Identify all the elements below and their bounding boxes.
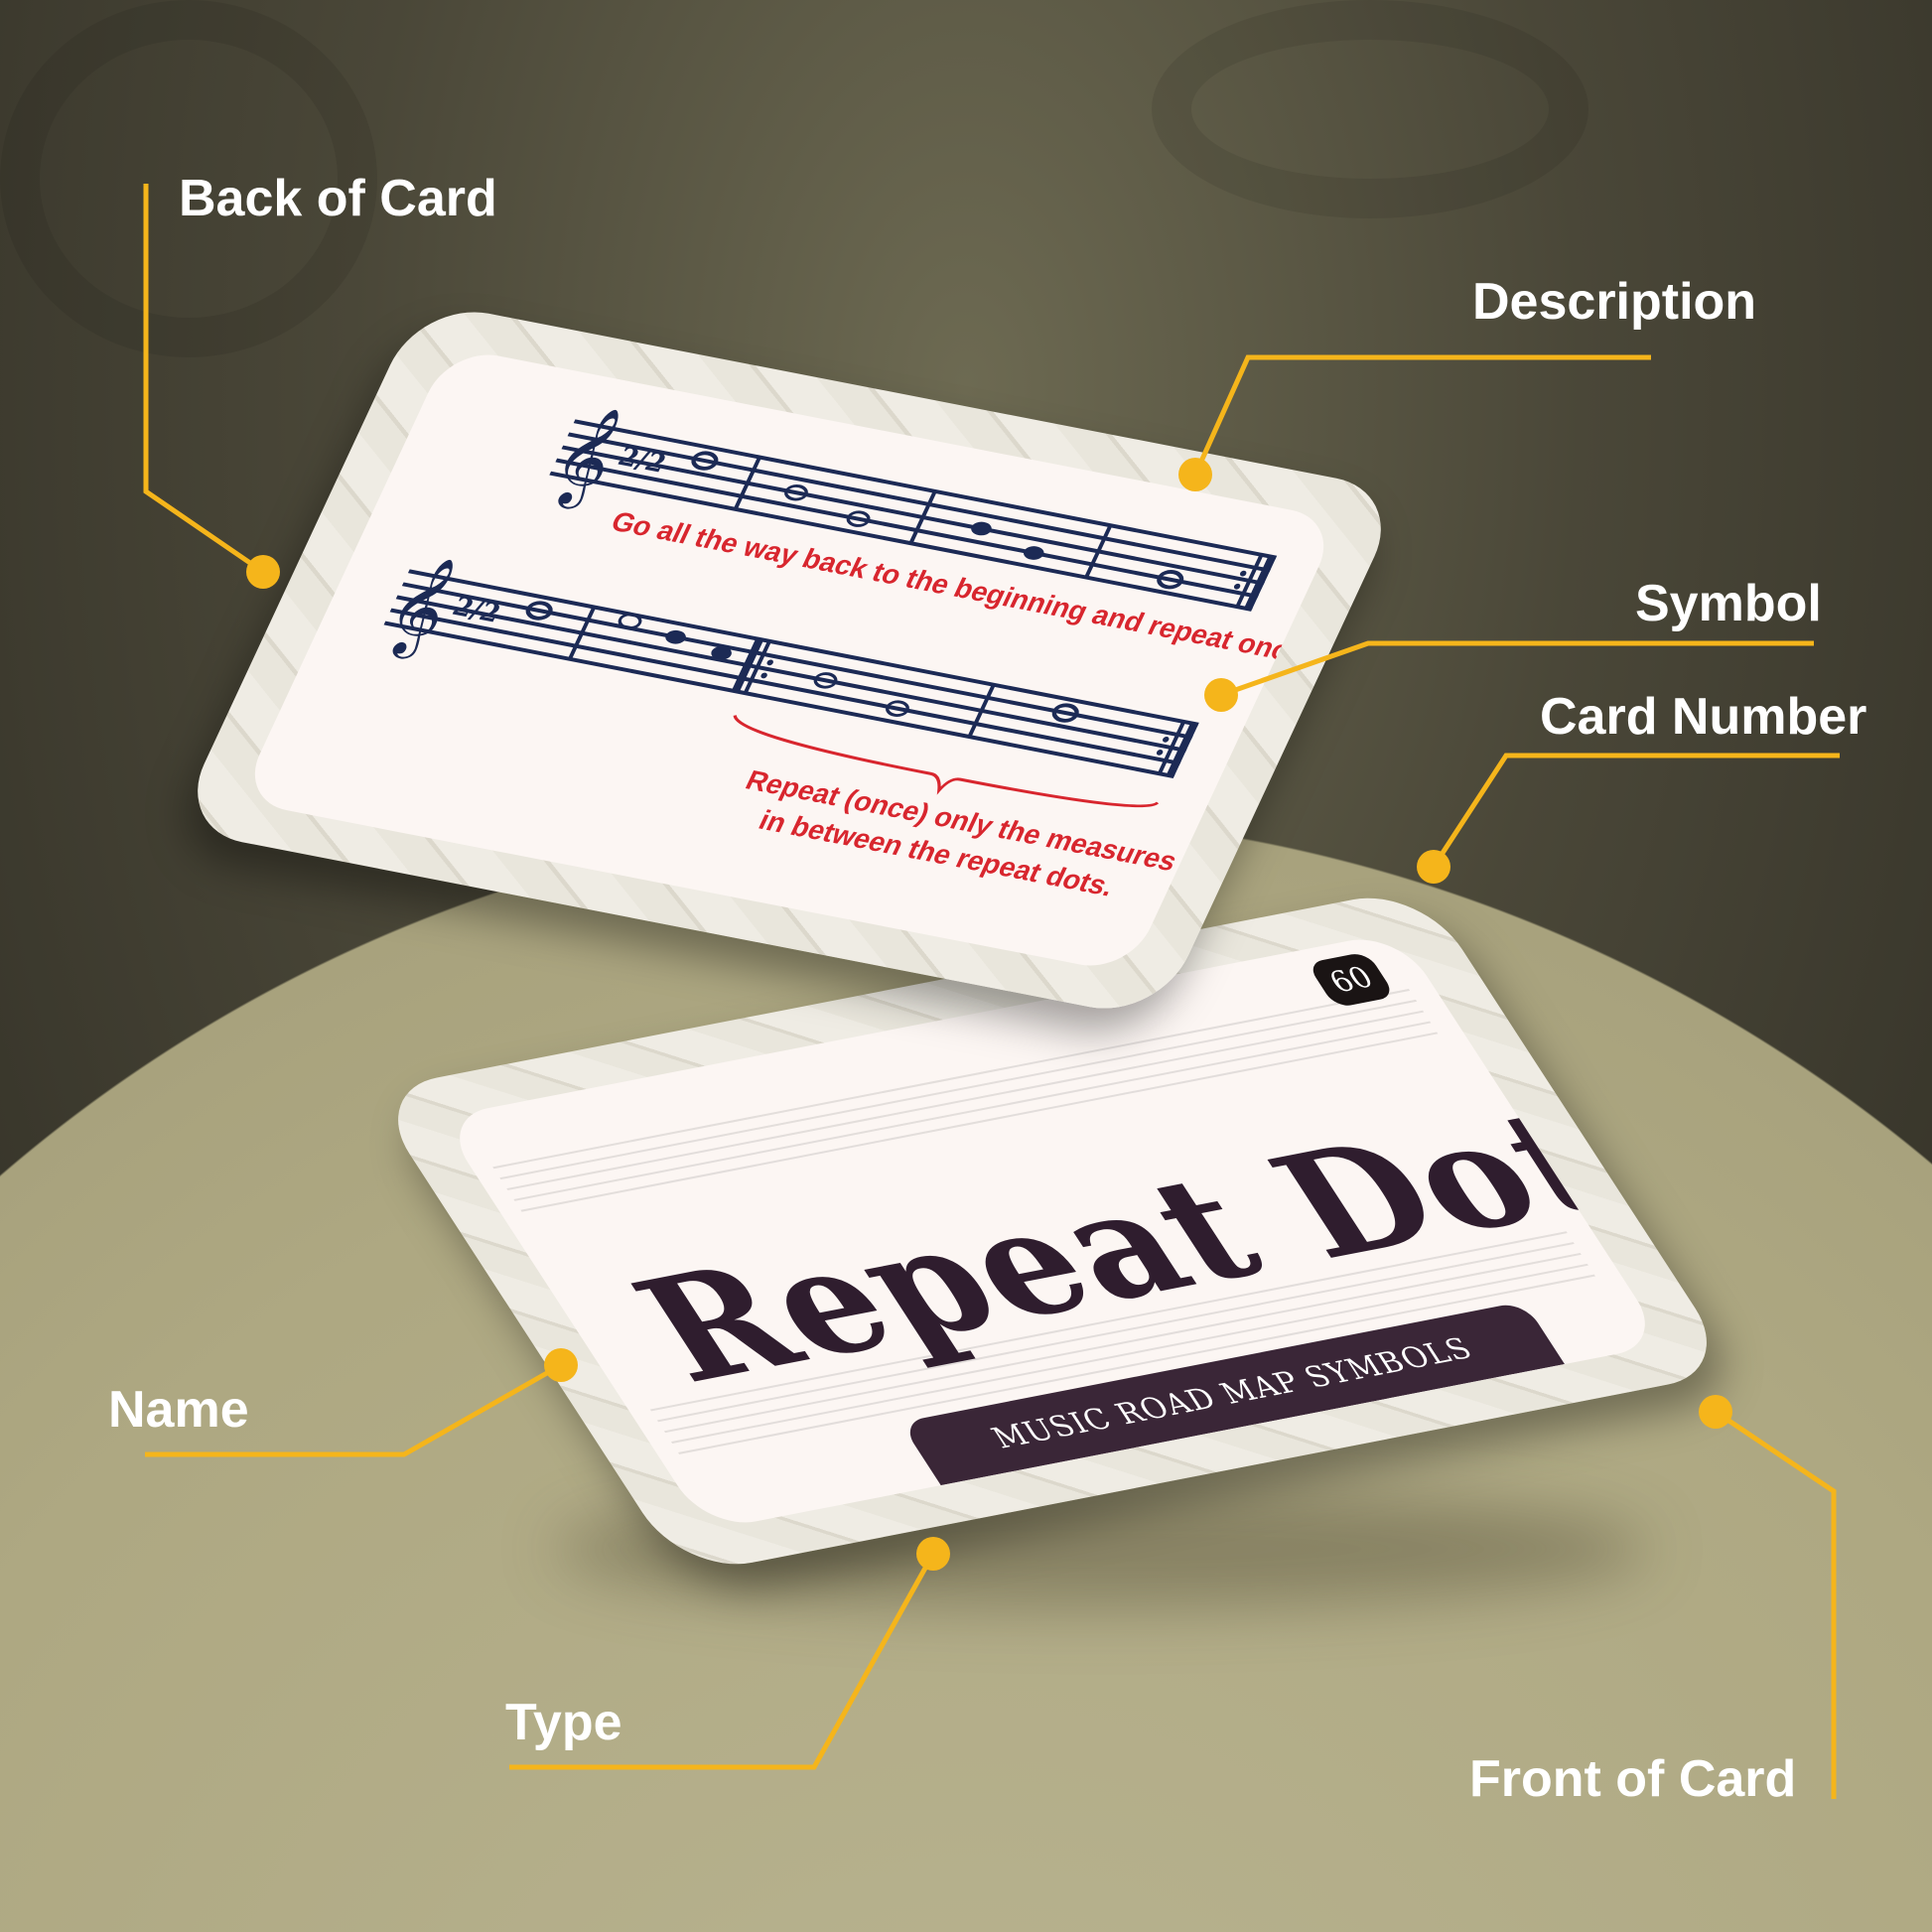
callout-line-description <box>1192 354 1651 477</box>
music-notation: 𝄞 𝄞 <box>371 401 1278 808</box>
label-back-of-card: Back of Card <box>179 170 497 227</box>
callout-line-front-of-card <box>1714 1409 1837 1799</box>
staff-1 <box>549 419 1278 612</box>
callout-line-card-number <box>1431 753 1840 869</box>
staff-2 <box>383 569 1199 778</box>
callout-dot-name <box>544 1348 578 1382</box>
callout-dot-type <box>916 1537 950 1571</box>
callout-line-name <box>145 1362 563 1457</box>
label-front-of-card: Front of Card <box>1469 1750 1797 1808</box>
callout-line-symbol <box>1220 640 1814 698</box>
label-type: Type <box>505 1694 622 1751</box>
callout-line-back-of-card <box>143 184 265 575</box>
callout-dot-front-of-card <box>1699 1395 1732 1429</box>
callout-line-type <box>509 1552 936 1770</box>
back-of-card: 𝄞 𝄞 <box>174 300 1405 1021</box>
label-description: Description <box>1472 273 1757 331</box>
label-name: Name <box>108 1381 249 1439</box>
callout-dot-symbol <box>1204 678 1238 712</box>
label-symbol: Symbol <box>1635 575 1822 632</box>
callout-dot-back-of-card <box>246 555 280 589</box>
repeat-brace <box>733 714 1160 808</box>
callout-dot-card-number <box>1417 850 1450 884</box>
back-card-face: 𝄞 𝄞 <box>237 345 1341 975</box>
label-card-number: Card Number <box>1540 688 1867 746</box>
callout-dot-description <box>1178 458 1212 491</box>
front-of-card: 60 Repeat Dots MUSIC ROAD MAP SYMBOLS <box>368 886 1736 1577</box>
faint-sheet-music <box>492 989 1595 1454</box>
front-card-face: 60 Repeat Dots MUSIC ROAD MAP SYMBOLS <box>438 931 1667 1531</box>
